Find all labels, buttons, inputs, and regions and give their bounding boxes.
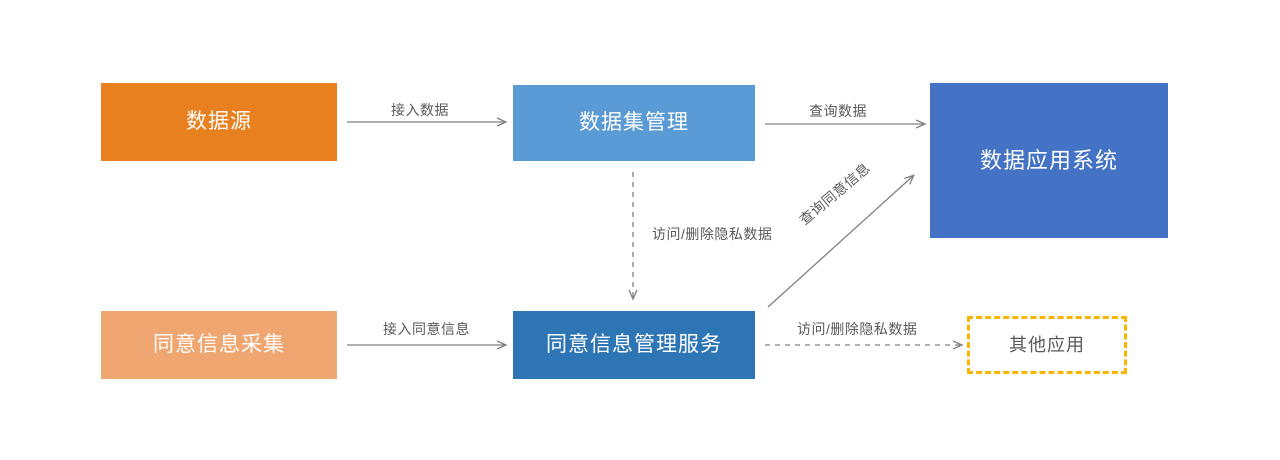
node-data-source[interactable]: 数据源 bbox=[101, 83, 337, 161]
node-data-application-system[interactable]: 数据应用系统 bbox=[930, 83, 1168, 238]
node-dataset-management[interactable]: 数据集管理 bbox=[513, 85, 755, 161]
node-consent-management-service[interactable]: 同意信息管理服务 bbox=[513, 311, 755, 379]
node-data-source-label: 数据源 bbox=[186, 109, 252, 133]
edge-label-access-delete-privacy-vertical: 访问/删除隐私数据 bbox=[652, 226, 773, 242]
edge-label-ingest-data: 接入数据 bbox=[391, 102, 449, 118]
node-other-applications[interactable]: 其他应用 bbox=[967, 316, 1127, 374]
node-consent-collection[interactable]: 同意信息采集 bbox=[101, 311, 337, 379]
node-consent-collection-label: 同意信息采集 bbox=[153, 332, 285, 356]
node-other-applications-label: 其他应用 bbox=[1009, 334, 1085, 355]
node-dataset-management-label: 数据集管理 bbox=[579, 110, 689, 134]
edge-label-ingest-consent-info: 接入同意信息 bbox=[383, 321, 470, 337]
edge-label-query-consent-info: 查询同意信息 bbox=[796, 159, 874, 228]
node-data-application-system-label: 数据应用系统 bbox=[979, 147, 1118, 173]
edge-label-query-data: 查询数据 bbox=[809, 103, 867, 119]
edge-label-access-delete-privacy-horizontal: 访问/删除隐私数据 bbox=[797, 321, 918, 337]
node-consent-management-service-label: 同意信息管理服务 bbox=[546, 332, 722, 356]
